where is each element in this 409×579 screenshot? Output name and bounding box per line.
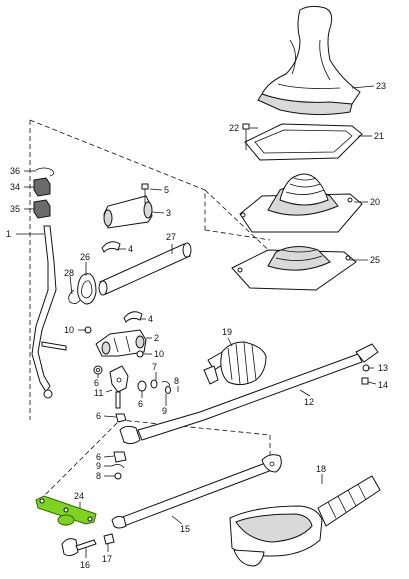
part-20-boot[interactable] [239,173,363,233]
part-23-shift-boot[interactable] [257,5,361,116]
leader-lines [16,85,377,558]
part-7-washer[interactable] [150,379,158,389]
part-5-bolt[interactable] [141,183,149,204]
part-1-gear-lever[interactable] [31,225,57,399]
part-4-bushing-upper[interactable] [101,241,121,253]
callout-25: 25 [370,255,380,265]
callout-26: 26 [80,252,90,262]
callout-20: 20 [370,197,380,207]
callout-23: 23 [376,81,386,91]
part-17-nut[interactable] [103,533,115,545]
callout-24: 24 [74,491,84,501]
callout-10-upper: 10 [64,325,74,335]
callout-labels: 23 22 21 20 25 5 3 4 27 26 28 4 2 10 10 … [6,81,388,570]
callout-8-upper: 8 [174,376,179,386]
part-21-frame[interactable] [244,123,363,161]
lever-pin [41,341,67,351]
part-3-lever-housing[interactable] [103,195,153,229]
part-16-bushing-bolt[interactable] [61,538,97,557]
part-35-bushing[interactable] [33,199,51,219]
callout-6-mid: 6 [138,399,143,409]
callout-9-upper: 9 [162,406,167,416]
part-19-coupling[interactable] [203,341,267,386]
callout-6-lower: 6 [96,452,101,462]
callout-2: 2 [154,333,159,343]
callout-35: 35 [10,204,20,214]
part-6-nut-lower[interactable] [113,451,127,463]
callout-11: 11 [94,388,103,398]
part-6-washer-left[interactable] [93,365,103,375]
callout-16: 16 [80,560,90,570]
callout-9-lower: 9 [96,461,101,471]
part-2-bracket[interactable] [95,329,147,357]
callout-4-lower: 4 [148,314,153,324]
callout-18: 18 [316,464,326,474]
callout-5: 5 [164,185,169,195]
part-15-lower-rod[interactable] [111,454,282,529]
callout-10-lower: 10 [154,349,164,359]
part-6-washer-mid[interactable] [137,380,147,392]
callout-13: 13 [378,363,388,373]
part-22-screw[interactable] [242,123,250,150]
callout-8-lower: 8 [96,471,101,481]
callout-1: 1 [6,229,11,239]
callout-3: 3 [166,208,171,218]
callout-34: 34 [10,182,20,192]
callout-6-left: 6 [94,378,99,388]
part-6-nut-rod[interactable] [115,413,127,423]
callout-12: 12 [304,397,314,407]
part-8-washer-lower[interactable] [114,472,122,480]
part-34-bushing[interactable] [33,177,51,197]
part-27-tube[interactable] [98,242,192,296]
part-18-housing[interactable] [229,475,381,567]
callout-36: 36 [10,166,20,176]
part-24-bracket-highlighted[interactable] [35,495,97,526]
callout-17: 17 [102,554,112,564]
part-11-clevis[interactable] [109,365,129,409]
part-8-washer-upper[interactable] [165,386,171,394]
callout-6-rod: 6 [96,411,101,421]
callout-21: 21 [374,131,384,141]
callout-15: 15 [180,524,190,534]
part-14-bolt[interactable] [361,377,369,385]
part-28-ring[interactable] [68,289,81,304]
part-9-clip-lower[interactable] [111,464,125,469]
part-9-clip-upper[interactable] [161,381,171,387]
callout-22: 22 [229,123,239,133]
callout-27: 27 [166,232,176,242]
callout-7: 7 [152,362,157,372]
callout-4-upper: 4 [128,244,133,254]
assembly-frame-lines [29,119,301,501]
part-12-shift-rod[interactable] [119,343,379,445]
callout-14: 14 [378,380,388,390]
callout-28: 28 [64,268,74,278]
part-36-clip[interactable] [35,167,54,177]
part-10-nut-lower[interactable] [136,350,144,358]
part-26-gasket[interactable] [77,273,97,305]
part-25-lower-boot[interactable] [231,246,357,291]
part-4-bushing-lower[interactable] [123,311,143,323]
callout-19: 19 [222,327,232,337]
